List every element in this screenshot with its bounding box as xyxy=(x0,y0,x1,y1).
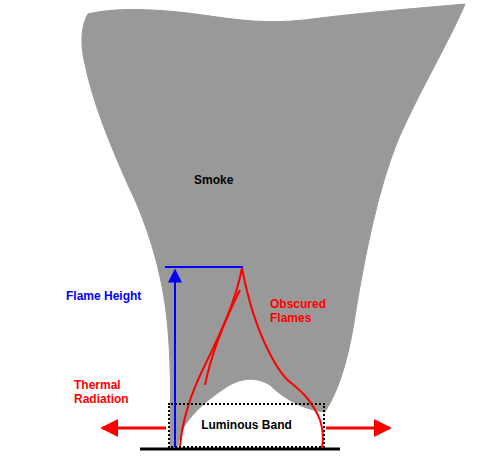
flame-outline xyxy=(180,268,323,448)
flame-height-top xyxy=(165,266,243,268)
smoke-plume xyxy=(82,4,465,447)
flame-height-arrow xyxy=(174,270,176,447)
thermal-radiation-label: Thermal Radiation xyxy=(74,378,154,407)
flame-height-label: Flame Height xyxy=(66,289,170,303)
flame-inner xyxy=(205,290,240,385)
luminous-band: Luminous Band xyxy=(168,403,325,448)
radiation-arrow-left xyxy=(102,427,166,430)
radiation-arrow-right xyxy=(326,427,390,430)
obscured-flames-label: Obscured Flames xyxy=(270,297,342,326)
smoke-label: Smoke xyxy=(194,173,264,187)
band-label: Luminous Band xyxy=(201,418,292,432)
